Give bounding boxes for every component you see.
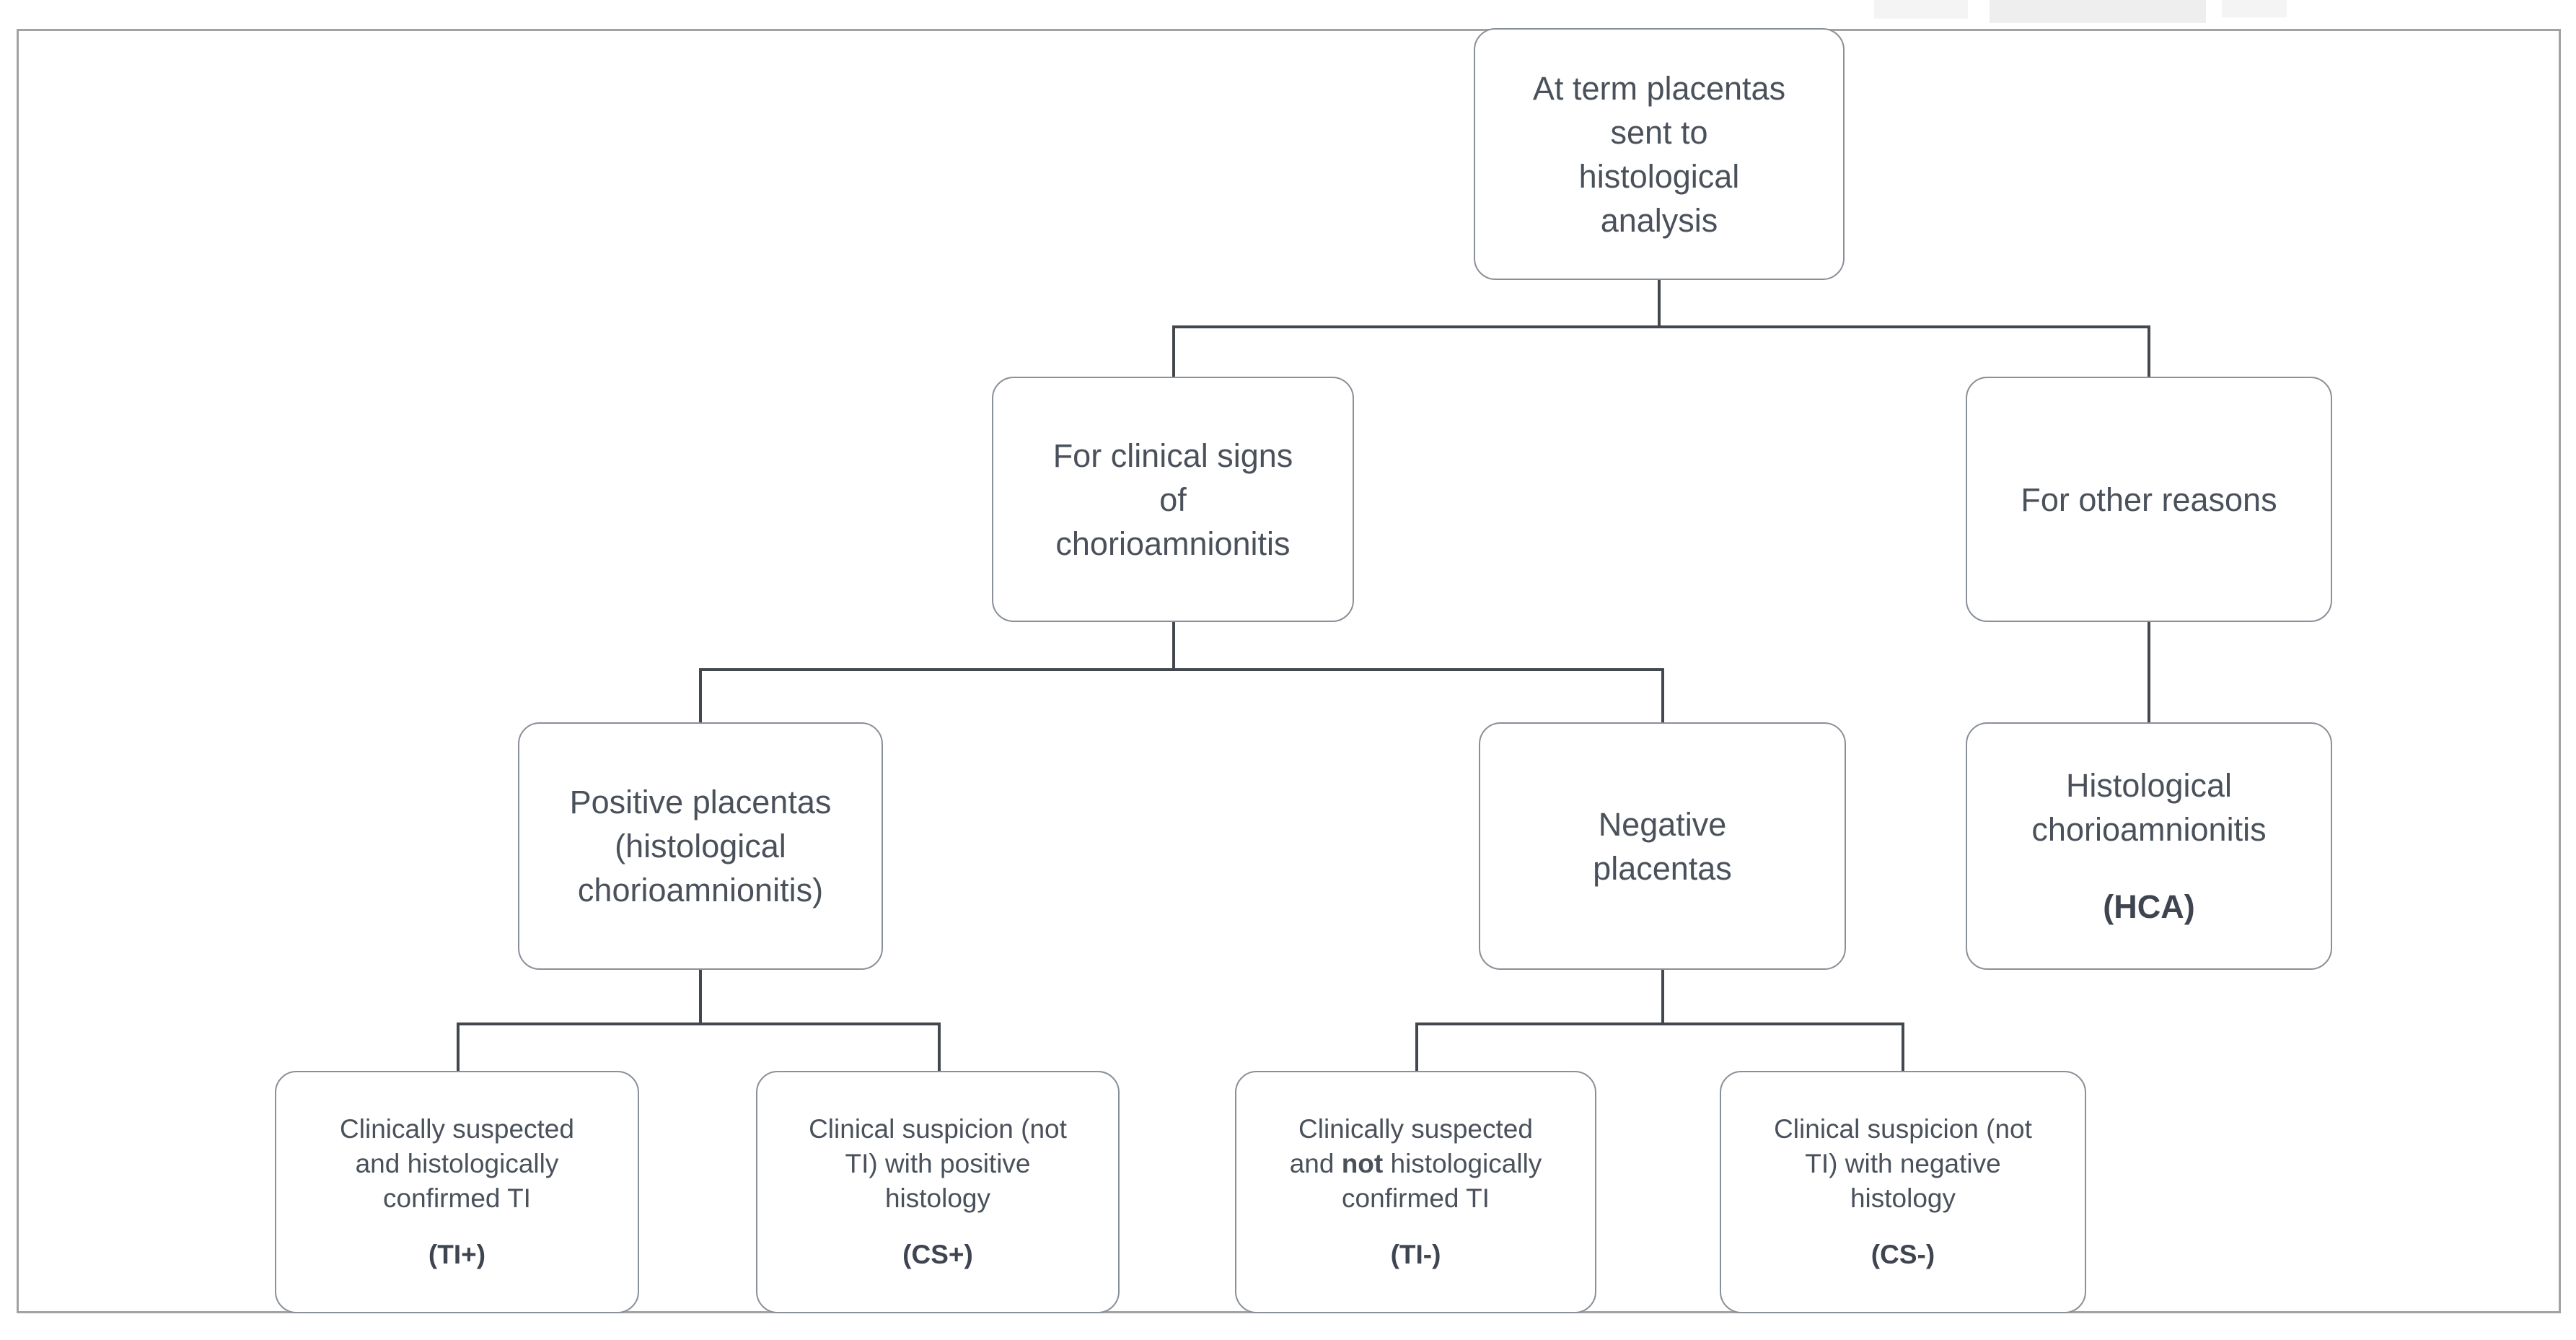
node-code-label: (TI+)	[428, 1240, 486, 1269]
connector-level3-left-horizontal	[457, 1022, 941, 1025]
node-code-label: (HCA)	[2103, 888, 2195, 925]
scan-artifact	[1990, 0, 2206, 23]
connector-cs-minus-up	[1902, 1022, 1904, 1071]
connector-clinical-signs-down	[1172, 621, 1175, 671]
connector-negative-up	[1661, 668, 1664, 724]
text-line: sent to	[1610, 113, 1708, 151]
text-line: TI) with positive	[845, 1149, 1031, 1178]
connector-level3-right-horizontal	[1415, 1022, 1904, 1025]
connector-other-reasons-up	[2148, 325, 2150, 378]
scan-artifact	[2222, 0, 2287, 17]
text-line: chorioamnionitis	[1055, 525, 1291, 562]
node-code-label: (CS+)	[902, 1240, 973, 1269]
text-line: histology	[884, 1183, 990, 1213]
node-code-label: (CS-)	[1871, 1240, 1935, 1269]
text-line: Negative	[1598, 805, 1727, 843]
node-clinical-signs-text: For clinical signs of chorioamnionitis	[1053, 434, 1293, 566]
connector-level2-horizontal	[699, 668, 1664, 671]
node-negative-placentas: Negative placentas	[1479, 722, 1846, 970]
text-line: confirmed TI	[383, 1183, 531, 1213]
text-line: Clinical suspicion (not	[1774, 1114, 2032, 1144]
text-line: confirmed TI	[1342, 1183, 1490, 1213]
text-line: chorioamnionitis)	[577, 872, 824, 908]
text-line: placentas	[1593, 849, 1732, 887]
node-ti-plus: Clinically suspected and histologically …	[275, 1071, 639, 1313]
connector-level1-horizontal	[1172, 325, 2150, 328]
node-other-reasons: For other reasons	[1966, 377, 2332, 622]
connector-negative-down	[1661, 968, 1664, 1025]
node-cs-plus: Clinical suspicion (not TI) with positiv…	[756, 1071, 1120, 1313]
connector-positive-down	[699, 968, 702, 1025]
connector-ti-minus-up	[1415, 1022, 1418, 1071]
node-cs-minus: Clinical suspicion (not TI) with negativ…	[1720, 1071, 2086, 1313]
connector-other-reasons-to-hca	[2148, 621, 2150, 724]
node-negative-placentas-text: Negative placentas	[1593, 802, 1732, 890]
text-line: and histologically	[355, 1149, 559, 1178]
text-line: of	[1159, 481, 1187, 518]
text-line: chorioamnionitis	[2031, 811, 2267, 848]
text-line: (histological	[615, 828, 786, 864]
node-cs-minus-text: Clinical suspicion (not TI) with negativ…	[1774, 1112, 2032, 1272]
scan-artifact	[1874, 0, 1968, 19]
text-line: Positive placentas	[569, 784, 832, 820]
connector-cs-plus-up	[938, 1022, 941, 1071]
connector-ti-plus-up	[457, 1022, 460, 1071]
text-line: histological	[1578, 157, 1740, 195]
node-ti-minus: Clinically suspected and not histologica…	[1235, 1071, 1596, 1313]
node-root: At term placentas sent to histological a…	[1474, 28, 1845, 280]
node-ti-plus-text: Clinically suspected and histologically …	[340, 1112, 574, 1272]
node-ti-minus-text: Clinically suspected and not histologica…	[1290, 1112, 1542, 1272]
text-segment: histologically	[1383, 1149, 1542, 1178]
text-segment: and	[1289, 1149, 1342, 1178]
text-line: TI) with negative	[1805, 1149, 2001, 1178]
text-line: Histological	[2065, 767, 2233, 804]
node-clinical-signs: For clinical signs of chorioamnionitis	[992, 377, 1354, 622]
text-line: At term placentas	[1532, 69, 1786, 107]
node-root-text: At term placentas sent to histological a…	[1533, 66, 1785, 242]
node-hca: Histological chorioamnionitis (HCA)	[1966, 722, 2332, 970]
node-other-reasons-text: For other reasons	[2021, 478, 2277, 522]
node-hca-text: Histological chorioamnionitis (HCA)	[2031, 763, 2266, 929]
text-line: and not histologically	[1290, 1147, 1542, 1181]
connector-positive-up	[699, 668, 702, 724]
text-line: histology	[1850, 1183, 1956, 1213]
node-code-label: (TI-)	[1390, 1240, 1441, 1269]
text-line: Clinically suspected	[340, 1114, 574, 1144]
connector-clinical-signs-up	[1172, 325, 1175, 378]
node-cs-plus-text: Clinical suspicion (not TI) with positiv…	[809, 1112, 1067, 1272]
text-line: For clinical signs	[1052, 437, 1293, 474]
node-positive-placentas-text: Positive placentas (histological chorioa…	[570, 780, 832, 912]
text-line: Clinically suspected	[1298, 1114, 1533, 1144]
text-line: For other reasons	[2021, 481, 2277, 518]
connector-root-down	[1658, 280, 1661, 327]
text-segment-bold: not	[1341, 1149, 1384, 1178]
text-line: Clinical suspicion (not	[809, 1114, 1067, 1144]
text-line: analysis	[1600, 201, 1718, 239]
node-positive-placentas: Positive placentas (histological chorioa…	[518, 722, 883, 970]
